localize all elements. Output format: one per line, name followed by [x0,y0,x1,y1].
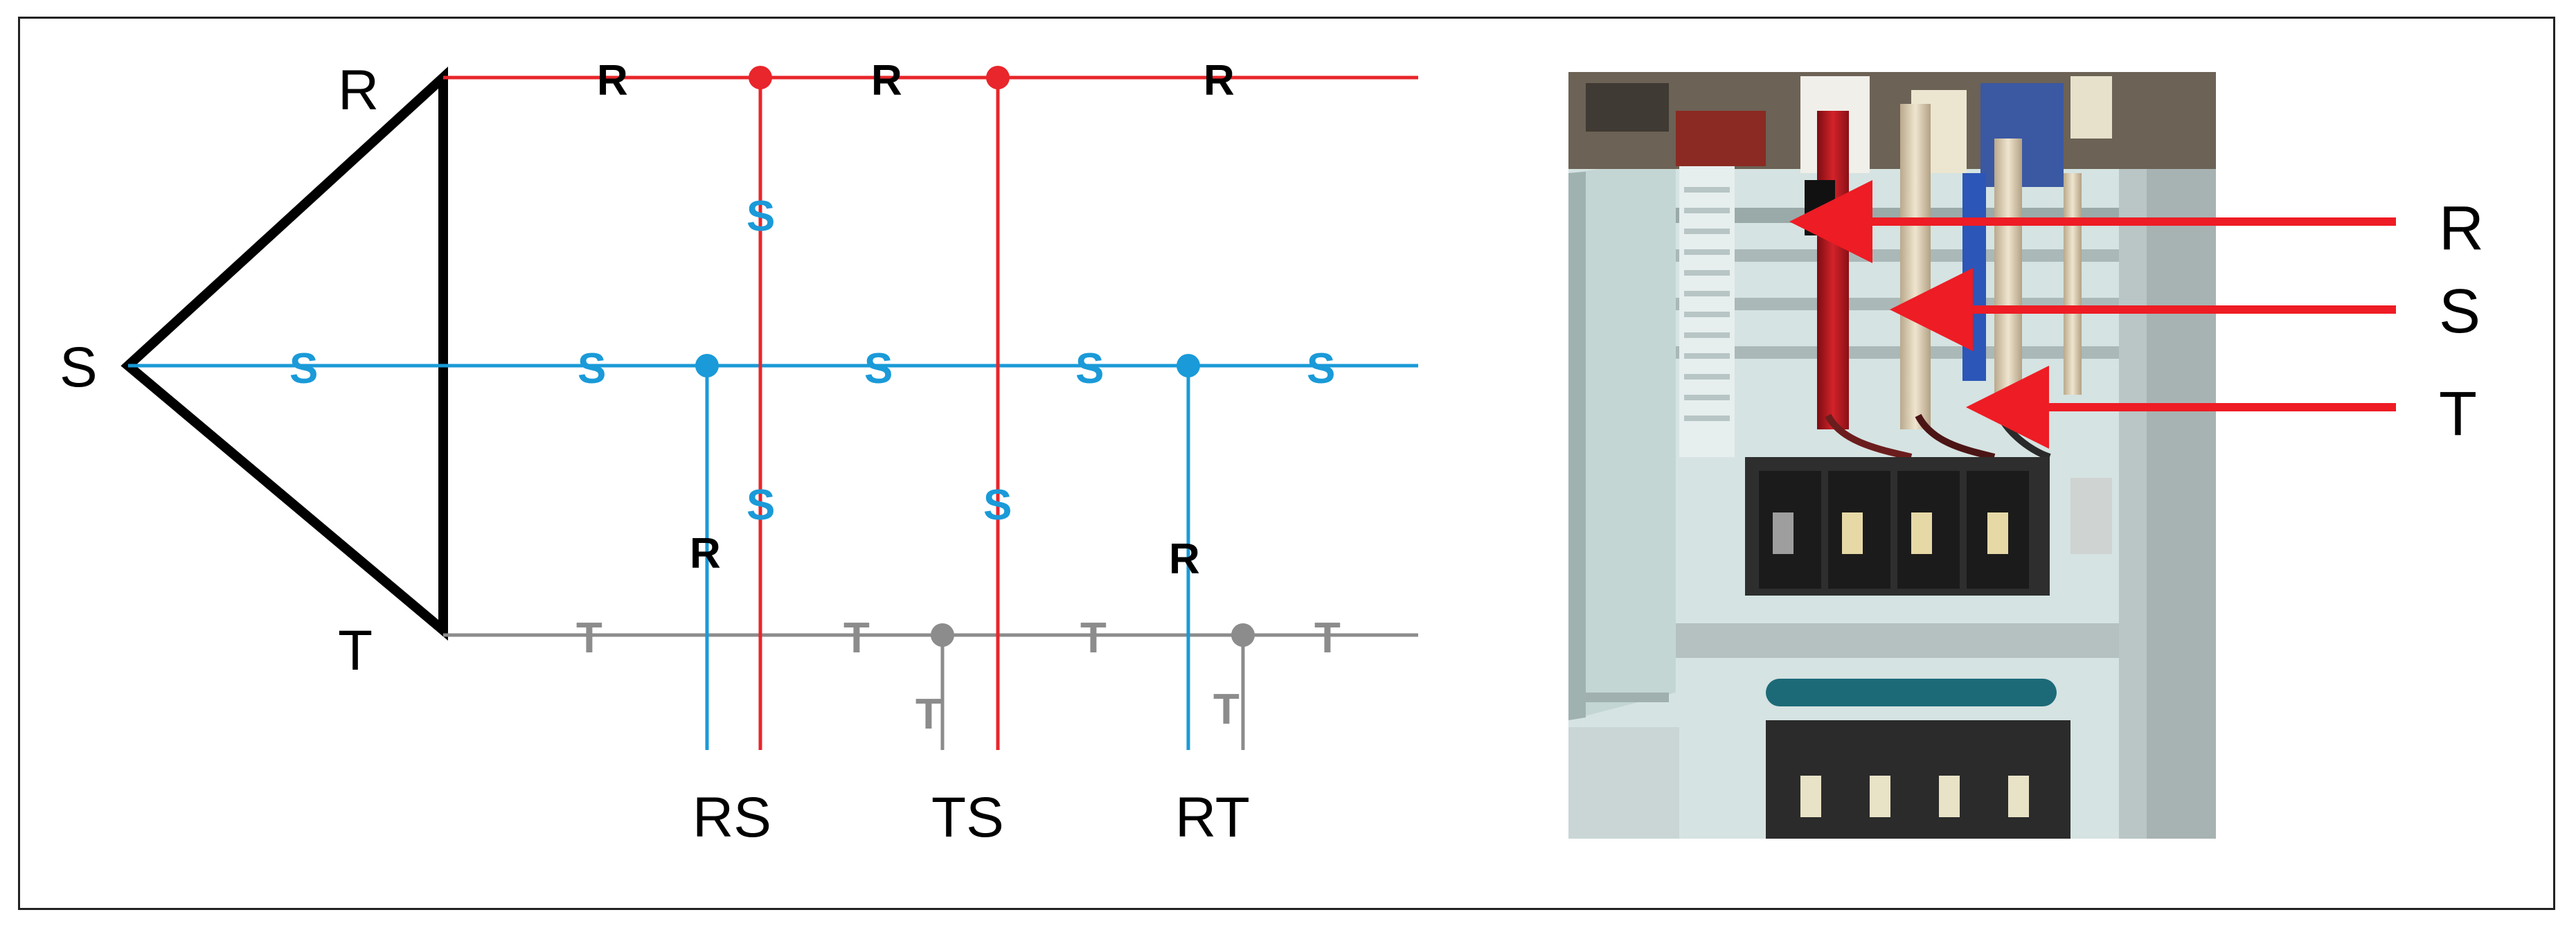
red-drop-s-label: S [746,193,775,240]
output-label-rt: RT [1175,786,1250,849]
gray-drop-t-label: T [915,690,942,738]
photo-arrows [1789,180,2396,449]
r-bus-label: R [871,57,902,105]
s-bus-label: S [578,345,606,393]
output-label-ts: TS [931,786,1004,849]
s-bus-label: S [289,345,318,393]
output-label-rs: RS [692,786,771,849]
s-bus-label: S [864,345,893,393]
schematic: R S T R R R S S S S S S T T T T S S S R … [60,57,1418,849]
blue-drop-r-label: R [690,530,721,578]
blue-drop-r-label: R [1169,535,1200,583]
t-bus-label: T [1080,614,1107,662]
t-junction-2 [1231,623,1255,647]
r-junction-1 [749,66,772,89]
switchgear-cabinet-photo [1568,72,2216,839]
photo-label-t: T [2439,380,2477,449]
triangle-label-r: R [338,59,379,122]
delta-triangle [120,66,448,641]
s-bus-label: S [1307,345,1335,393]
triangle-label-s: S [60,336,98,399]
gray-drop-t-label: T [1213,686,1240,733]
triangle-label-t: T [338,619,373,682]
s-junction-2 [1177,354,1200,377]
s-junction-1 [695,354,719,377]
photo-label-r: R [2439,194,2484,263]
t-bus-label: T [576,614,602,662]
red-drop-s-label: S [746,481,775,529]
t-bus-label: T [843,614,870,662]
r-junction-2 [986,66,1010,89]
r-bus-label: R [1204,57,1235,105]
t-junction-1 [931,623,954,647]
s-bus-label: S [1075,345,1104,393]
r-bus-label: R [597,57,628,105]
photo-label-s: S [2439,277,2480,346]
t-bus-label: T [1314,614,1341,662]
red-drop-s-label: S [983,481,1012,529]
